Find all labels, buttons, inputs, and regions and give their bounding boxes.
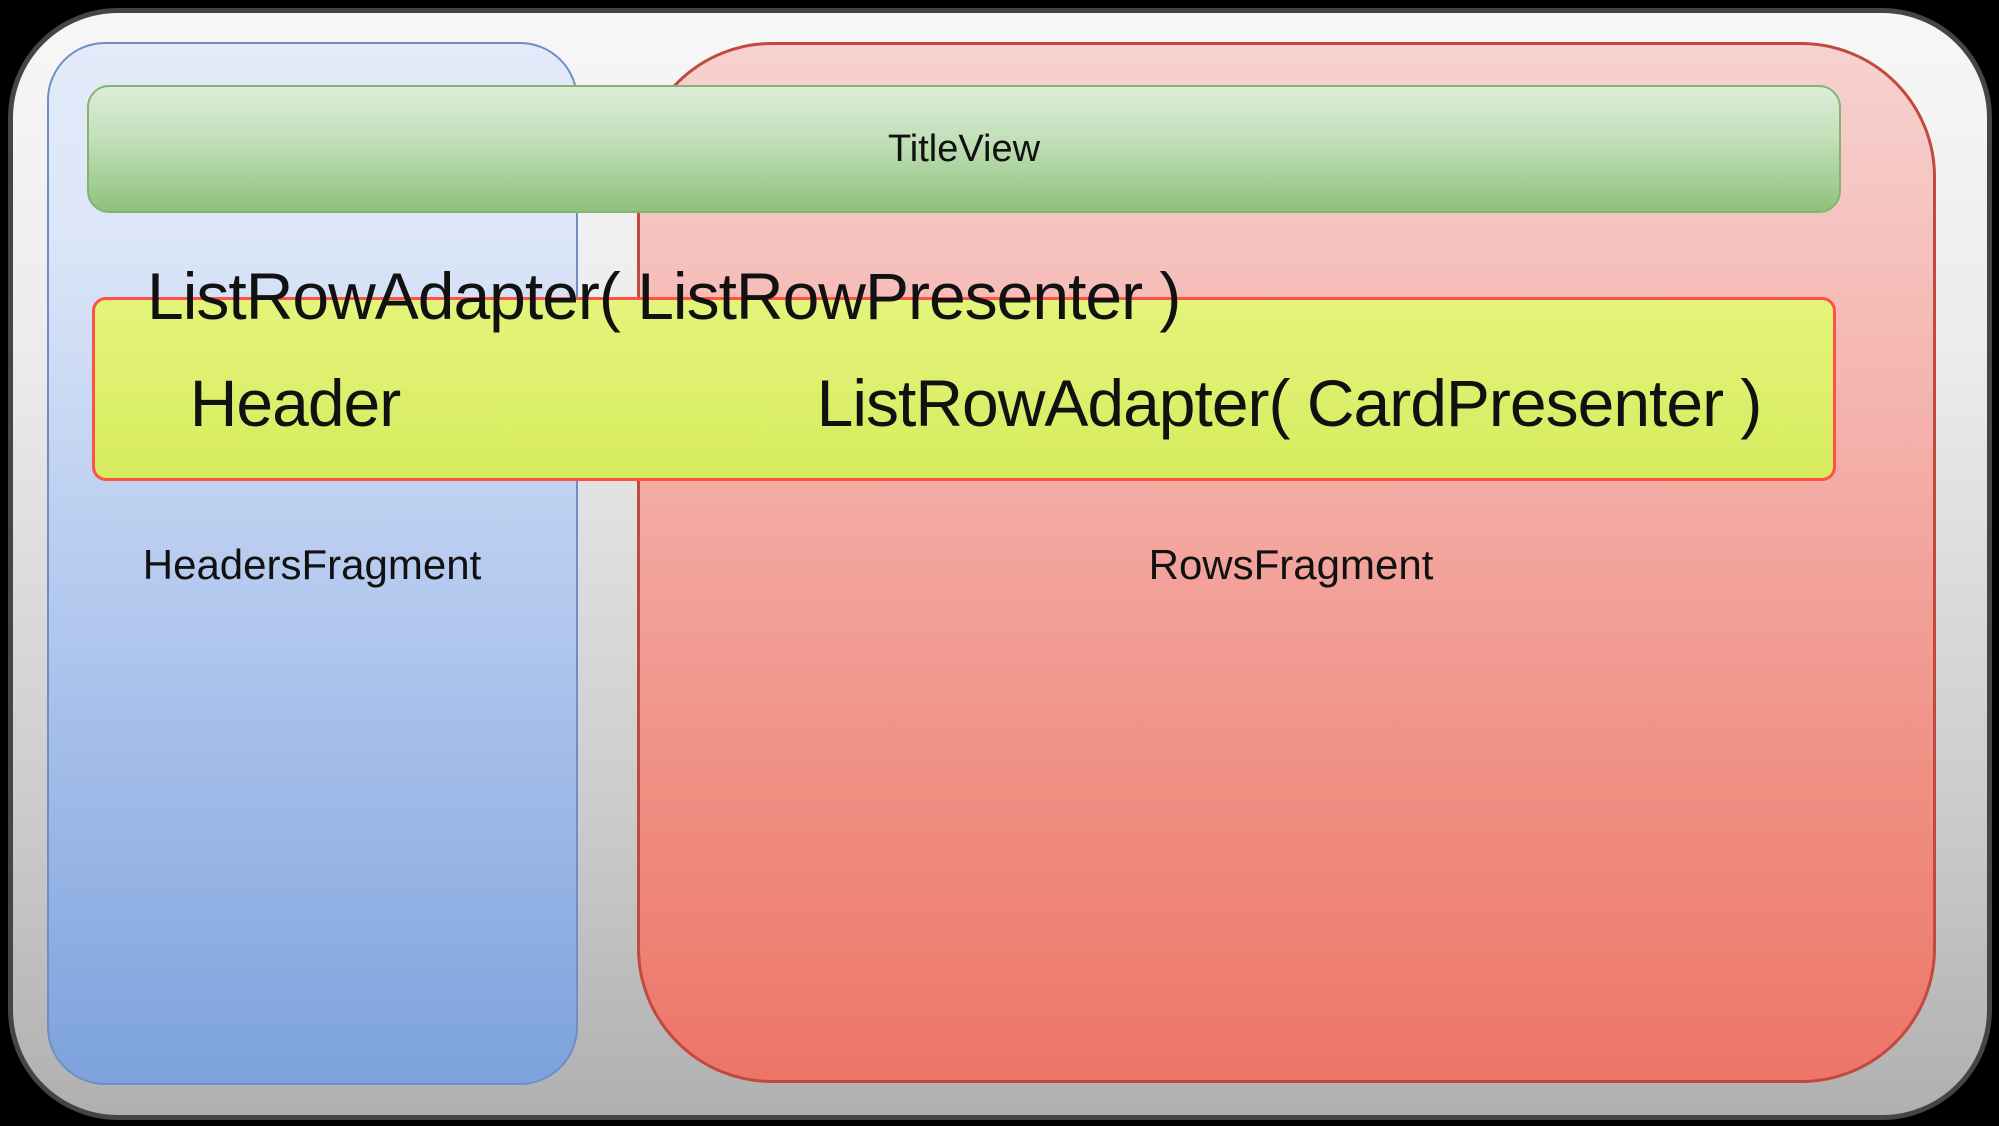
header-label: Header [189,366,401,440]
headers-fragment-panel [47,42,578,1085]
title-view-label: TitleView [887,128,1041,170]
title-view-bar: TitleView [87,85,1841,213]
rows-fragment-label: RowsFragment [1148,541,1434,588]
list-row-presenter-caption: ListRowAdapter( ListRowPresenter ) [147,259,1181,333]
list-row-adapter-box [92,297,1836,481]
card-presenter-label: ListRowAdapter( CardPresenter ) [816,366,1763,440]
headers-fragment-label: HeadersFragment [142,541,482,588]
rows-fragment-panel [637,42,1936,1083]
